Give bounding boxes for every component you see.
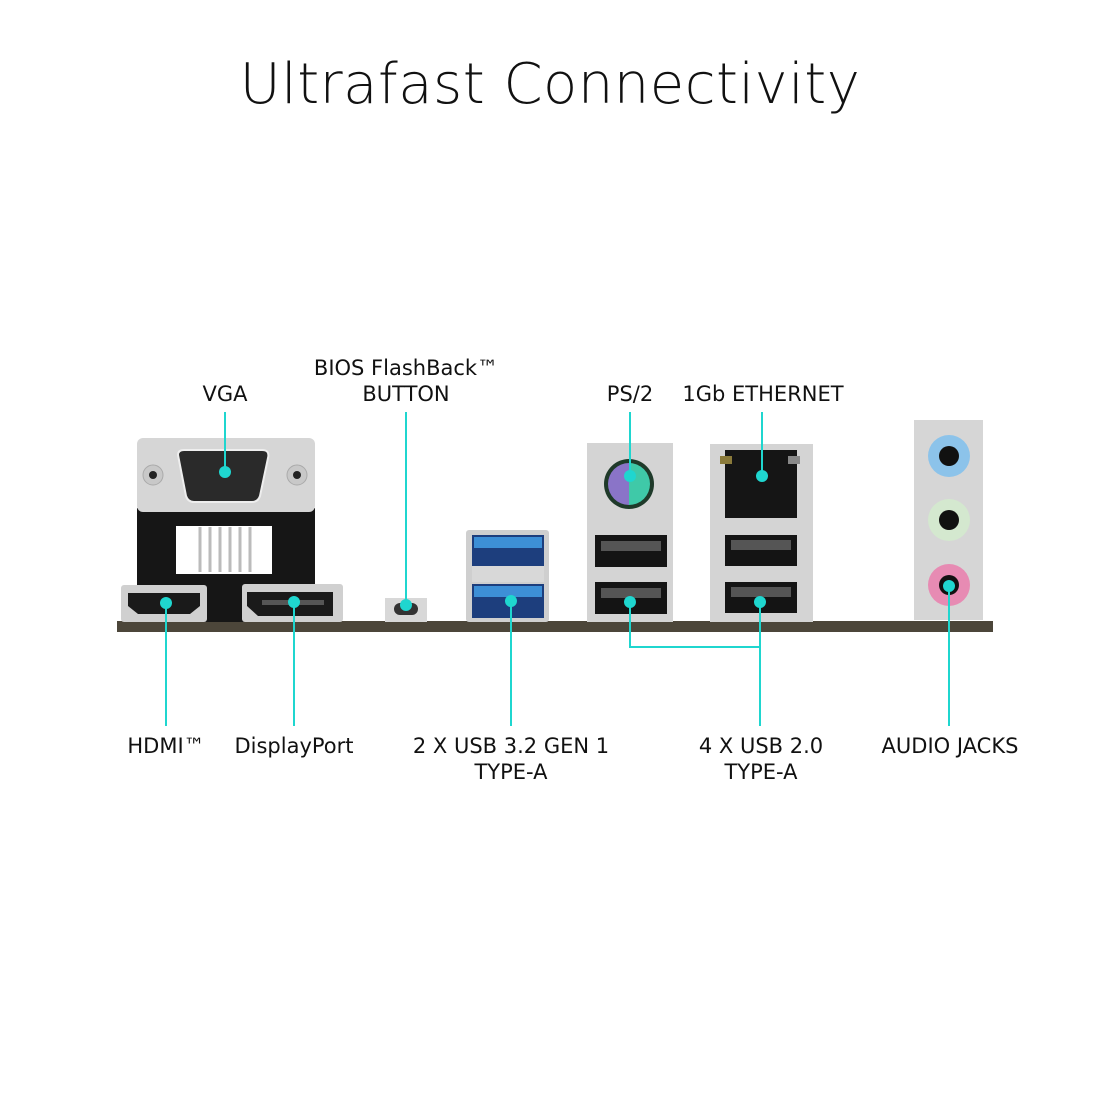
callout-lines (165, 412, 950, 726)
label-usb20-line2: TYPE-A (724, 760, 798, 784)
label-usb20: 4 X USB 2.0 TYPE-A (699, 733, 823, 785)
callout-dots (160, 466, 955, 611)
label-audio-jacks: AUDIO JACKS (881, 734, 1019, 758)
label-bios-line2: BUTTON (362, 382, 450, 406)
motherboard-edge (117, 621, 993, 632)
label-bios-line1: BIOS FlashBack™ (313, 356, 499, 380)
label-usb32-line1: 2 X USB 3.2 GEN 1 (412, 734, 610, 758)
label-ps2: PS/2 (606, 382, 654, 406)
label-displayport: DisplayPort (234, 734, 354, 758)
usb32-ports (466, 530, 549, 622)
label-usb20-line1: 4 X USB 2.0 (698, 734, 824, 758)
label-usb32: 2 X USB 3.2 GEN 1 TYPE-A (413, 733, 609, 785)
label-usb32-line2: TYPE-A (474, 760, 548, 784)
label-hdmi: HDMI™ (127, 734, 205, 758)
page-title: Ultrafast Connectivity (239, 52, 861, 117)
label-vga: VGA (202, 382, 248, 406)
label-bios-flashback: BIOS FlashBack™ BUTTON (314, 355, 498, 407)
label-ethernet: 1Gb ETHERNET (682, 382, 844, 406)
